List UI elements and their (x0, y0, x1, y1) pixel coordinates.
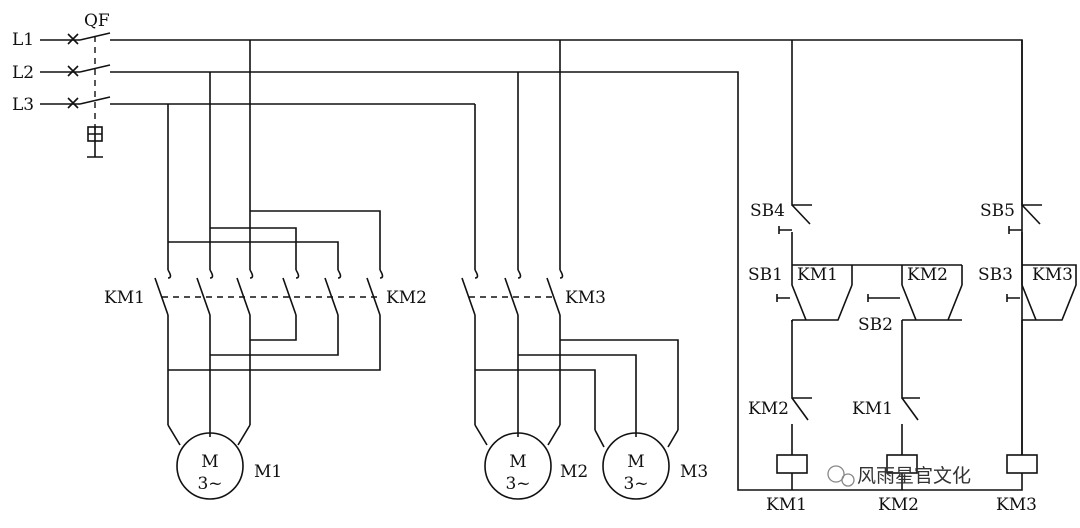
coil-label-km1: KM1 (766, 495, 807, 515)
control-circuit: SB4 SB1 KM1 SB2 KM2 KM2 KM1 KM1 KM2 SB5 (748, 40, 1077, 515)
motor-m1-symbol (176, 432, 244, 500)
button-label-sb4: SB4 (750, 201, 785, 221)
button-label-sb3: SB3 (978, 265, 1013, 285)
power-circuit-m1: M 3~ M1 KM1 KM2 (104, 40, 427, 500)
line-label-l3: L3 (12, 95, 34, 115)
coil-label-km2: KM2 (878, 495, 919, 515)
watermark-text: 风雨星官文化 (857, 465, 971, 487)
line-label-l2: L2 (12, 63, 34, 83)
motor-m2-phase: 3~ (505, 474, 530, 494)
contact-label-km3-hold: KM3 (1032, 265, 1073, 285)
interlock-label-km2: KM2 (748, 399, 789, 419)
breaker-label-qf: QF (84, 11, 110, 31)
motor-m2-symbol (484, 432, 552, 500)
watermark: 风雨星官文化 (827, 465, 971, 487)
motor-m2-letter: M (509, 452, 526, 472)
motor-label-m2: M2 (560, 462, 588, 482)
contact-label-km2-hold: KM2 (907, 265, 948, 285)
motor-m3-symbol (602, 432, 670, 500)
contactor-label-km2-power: KM2 (386, 288, 427, 308)
motor-m3-letter: M (627, 452, 644, 472)
interlock-label-km1: KM1 (852, 399, 893, 419)
coil-km1 (776, 454, 808, 474)
wechat-icon (827, 465, 845, 483)
button-label-sb1: SB1 (748, 265, 783, 285)
motor-label-m3: M3 (680, 462, 708, 482)
button-label-sb2: SB2 (858, 315, 893, 335)
motor-m1-phase: 3~ (197, 474, 222, 494)
contactor-label-km3-power: KM3 (565, 288, 606, 308)
motor-m1-letter: M (201, 452, 218, 472)
contactor-label-km1-power: KM1 (104, 288, 145, 308)
contact-label-km1-hold: KM1 (797, 265, 838, 285)
power-circuit-m2-m3: M 3~ M2 M 3~ M3 KM3 (461, 40, 708, 500)
button-label-sb5: SB5 (980, 201, 1015, 221)
motor-label-m1: M1 (254, 462, 282, 482)
coil-label-km3: KM3 (996, 495, 1037, 515)
line-label-l1: L1 (12, 30, 34, 50)
coil-km3 (1006, 454, 1038, 474)
motor-m3-phase: 3~ (623, 474, 648, 494)
